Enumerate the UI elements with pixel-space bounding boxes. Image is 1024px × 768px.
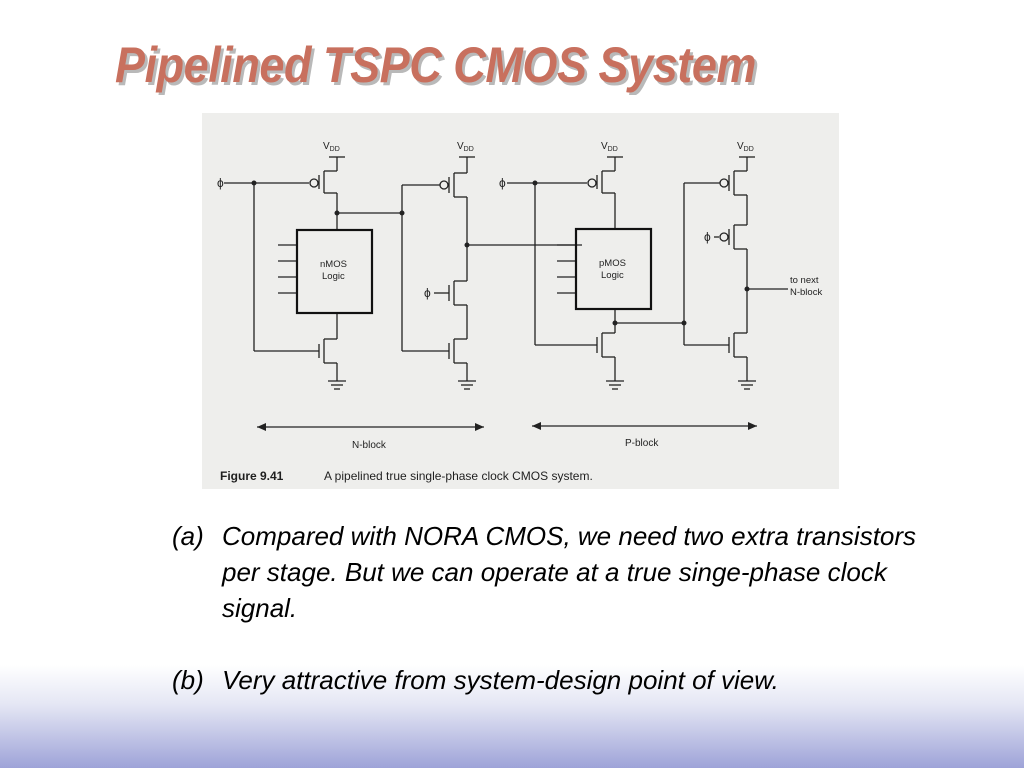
- slide-title: Pipelined TSPC CMOS System: [115, 37, 756, 93]
- vdd-label-3: VDD: [601, 141, 618, 153]
- vdd-label-2: VDD: [457, 141, 474, 153]
- point-text: Very attractive from system-design point…: [222, 665, 779, 695]
- pmos-logic-label-line2: Logic: [601, 270, 624, 281]
- point-b: (b) Very attractive from system-design p…: [172, 662, 952, 698]
- bullet-points: (a) Compared with NORA CMOS, we need two…: [172, 518, 952, 698]
- output-label-line2: N-block: [790, 287, 822, 298]
- clock-label-2: ϕ: [424, 286, 431, 300]
- vdd-label-1: VDD: [323, 141, 340, 153]
- figure-caption: A pipelined true single-phase clock CMOS…: [324, 469, 593, 483]
- pmos-logic-block: [574, 227, 653, 311]
- point-text: Compared with NORA CMOS, we need two ext…: [222, 521, 917, 623]
- clock-label-3: ϕ: [499, 176, 506, 190]
- output-label-line1: to next: [790, 275, 819, 286]
- point-marker: (a): [172, 521, 204, 551]
- nmos-logic-block: [295, 228, 374, 315]
- circuit-figure: VDD VDD VDD VDD ϕ ϕ ϕ ϕ nMOS Logic pMOS …: [202, 113, 839, 489]
- figure-number: Figure 9.41: [220, 469, 284, 483]
- clock-label-1: ϕ: [217, 176, 224, 190]
- tspc-circuit-schematic: VDD VDD VDD VDD ϕ ϕ ϕ ϕ nMOS Logic pMOS …: [217, 141, 822, 483]
- vdd-label-4: VDD: [737, 141, 754, 153]
- nmos-logic-label-line2: Logic: [322, 271, 345, 282]
- n-block-label: N-block: [352, 440, 387, 451]
- p-block-label: P-block: [625, 438, 659, 449]
- point-a: (a) Compared with NORA CMOS, we need two…: [172, 518, 952, 626]
- clock-label-4: ϕ: [704, 230, 711, 244]
- pmos-logic-label-line1: pMOS: [599, 258, 626, 269]
- point-marker: (b): [172, 665, 204, 695]
- nmos-logic-label-line1: nMOS: [320, 259, 347, 270]
